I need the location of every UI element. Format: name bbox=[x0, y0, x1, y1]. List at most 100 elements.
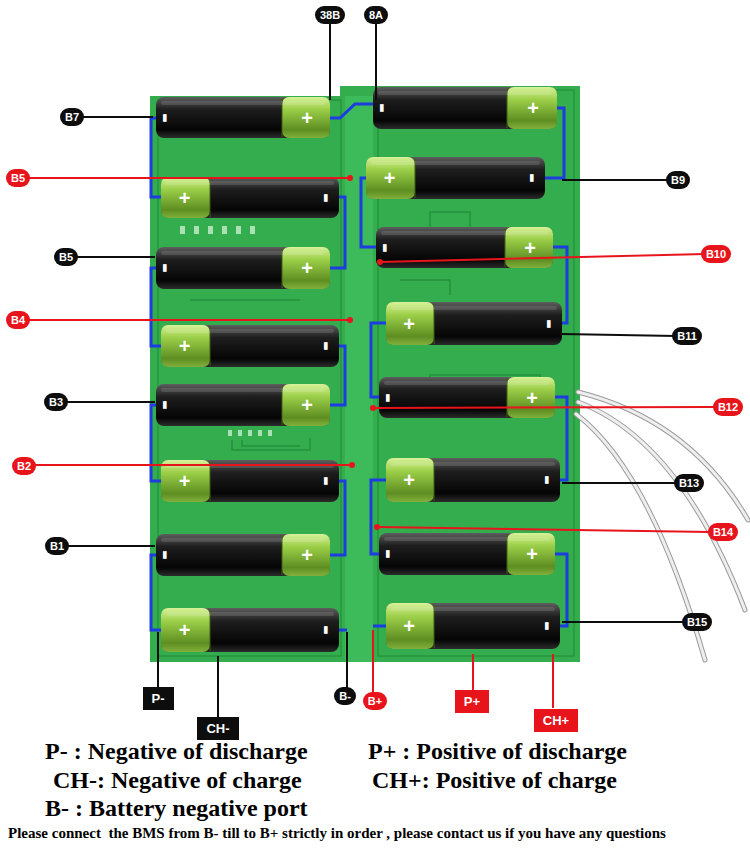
note-line: CH-: Negative of charge bbox=[53, 767, 302, 795]
battery-cell: +- bbox=[160, 606, 340, 654]
polarity-sign: + bbox=[160, 336, 209, 356]
wire-tag: B1 bbox=[45, 537, 69, 555]
wire-tag: B4 bbox=[6, 311, 30, 329]
battery-cell: +- bbox=[385, 456, 561, 504]
polarity-sign: + bbox=[160, 620, 209, 640]
polarity-sign: + bbox=[283, 395, 331, 415]
wire-tag: B+ bbox=[363, 692, 387, 710]
polarity-sign: - bbox=[152, 398, 182, 412]
battery-cell: -+ bbox=[372, 85, 558, 131]
terminal-tag: CH- bbox=[197, 717, 238, 740]
wire-tag: B2 bbox=[12, 457, 36, 475]
wire-label: B4 bbox=[11, 315, 25, 326]
note-text: B- : Battery negative port bbox=[45, 795, 308, 823]
wire-label: B3 bbox=[49, 397, 63, 408]
polarity-sign: + bbox=[283, 545, 331, 565]
wire-label: B1 bbox=[50, 541, 64, 552]
battery-cell: +- bbox=[160, 458, 340, 504]
battery-cell: -+ bbox=[155, 245, 331, 291]
pcb-board bbox=[150, 96, 580, 662]
note-text: P- : Negative of discharge bbox=[45, 738, 308, 766]
wire-tag: B15 bbox=[682, 613, 712, 631]
wire-label: B9 bbox=[671, 175, 685, 186]
polarity-sign: - bbox=[313, 339, 343, 353]
wire-tag: B13 bbox=[674, 474, 704, 492]
polarity-sign: + bbox=[508, 98, 558, 118]
wire-label: B15 bbox=[687, 617, 707, 628]
note-line: Please connect the BMS from B- till to B… bbox=[8, 824, 666, 842]
blue-wire bbox=[151, 104, 567, 630]
terminal-tag: P- bbox=[143, 687, 174, 710]
wire-label: 38B bbox=[320, 10, 340, 21]
wire-tag: B3 bbox=[44, 393, 68, 411]
note-text: P+ : Positive of discharge bbox=[368, 738, 627, 766]
note-line: P- : Negative of discharge bbox=[45, 738, 308, 766]
polarity-sign: - bbox=[534, 619, 564, 633]
polarity-sign: + bbox=[385, 470, 433, 490]
wire-label: P+ bbox=[464, 695, 480, 708]
wire-tag: 8A bbox=[364, 6, 388, 24]
wire-tag: B5 bbox=[6, 169, 30, 187]
polarity-sign: + bbox=[508, 544, 556, 564]
polarity-sign: + bbox=[160, 471, 209, 491]
note-line: B- : Battery negative port bbox=[45, 795, 308, 823]
polarity-sign: - bbox=[519, 171, 549, 185]
cable-bundle bbox=[576, 392, 748, 660]
polarity-sign: - bbox=[152, 261, 182, 275]
polarity-sign: - bbox=[152, 111, 182, 125]
polarity-sign: + bbox=[385, 314, 433, 334]
polarity-sign: + bbox=[508, 388, 556, 408]
polarity-sign: + bbox=[365, 168, 414, 188]
wire-tag: B12 bbox=[713, 398, 743, 416]
wire-tag: B9 bbox=[666, 171, 690, 189]
polarity-sign: - bbox=[152, 548, 182, 562]
polarity-sign: - bbox=[313, 191, 343, 205]
wire-tag: B- bbox=[334, 687, 356, 705]
wire-label: B13 bbox=[679, 478, 699, 489]
polarity-sign: + bbox=[506, 238, 554, 258]
polarity-sign: - bbox=[369, 101, 399, 115]
polarity-sign: - bbox=[313, 474, 343, 488]
wire-tag: B11 bbox=[672, 327, 702, 345]
polarity-sign: + bbox=[160, 188, 209, 208]
battery-cell: -+ bbox=[155, 382, 331, 428]
battery-cell: -+ bbox=[155, 532, 331, 578]
terminal-tag: P+ bbox=[455, 690, 489, 713]
wire-label: B+ bbox=[368, 696, 382, 707]
wire-label: 8A bbox=[369, 10, 383, 21]
battery-cell: +- bbox=[160, 323, 340, 369]
wire-tag: B7 bbox=[60, 108, 84, 126]
wire-label: CH- bbox=[206, 722, 229, 735]
wire-label: P- bbox=[152, 692, 165, 705]
polarity-sign: - bbox=[372, 241, 402, 255]
terminal-tag: CH+ bbox=[534, 709, 578, 732]
battery-cell: +- bbox=[365, 155, 546, 201]
battery-cell: +- bbox=[385, 300, 563, 347]
note-text: CH-: Negative of charge bbox=[53, 767, 302, 795]
polarity-sign: - bbox=[534, 473, 564, 487]
red-leader bbox=[25, 178, 715, 708]
polarity-sign: - bbox=[375, 547, 405, 561]
polarity-sign: - bbox=[375, 391, 405, 405]
battery-cell: -+ bbox=[378, 531, 556, 577]
wire-label: B5 bbox=[59, 252, 73, 263]
wire-label: B12 bbox=[718, 402, 738, 413]
wire-label: B10 bbox=[706, 249, 726, 260]
wire-label: B5 bbox=[11, 173, 25, 184]
polarity-sign: + bbox=[283, 108, 331, 128]
note-line: CH+: Positive of charge bbox=[372, 767, 617, 795]
battery-cell: -+ bbox=[375, 225, 554, 270]
battery-cell: +- bbox=[160, 175, 340, 220]
note-line: P+ : Positive of discharge bbox=[368, 738, 627, 766]
wire-label: B7 bbox=[65, 112, 79, 123]
battery-cell: +- bbox=[385, 601, 561, 651]
polarity-sign: + bbox=[385, 616, 433, 636]
polarity-sign: + bbox=[283, 258, 331, 278]
note-text: Please connect the BMS from B- till to B… bbox=[8, 825, 666, 842]
polarity-sign: - bbox=[536, 317, 566, 331]
wire-label: B- bbox=[339, 691, 351, 702]
wire-tag: 38B bbox=[315, 6, 345, 24]
wire-label: B11 bbox=[677, 331, 697, 342]
